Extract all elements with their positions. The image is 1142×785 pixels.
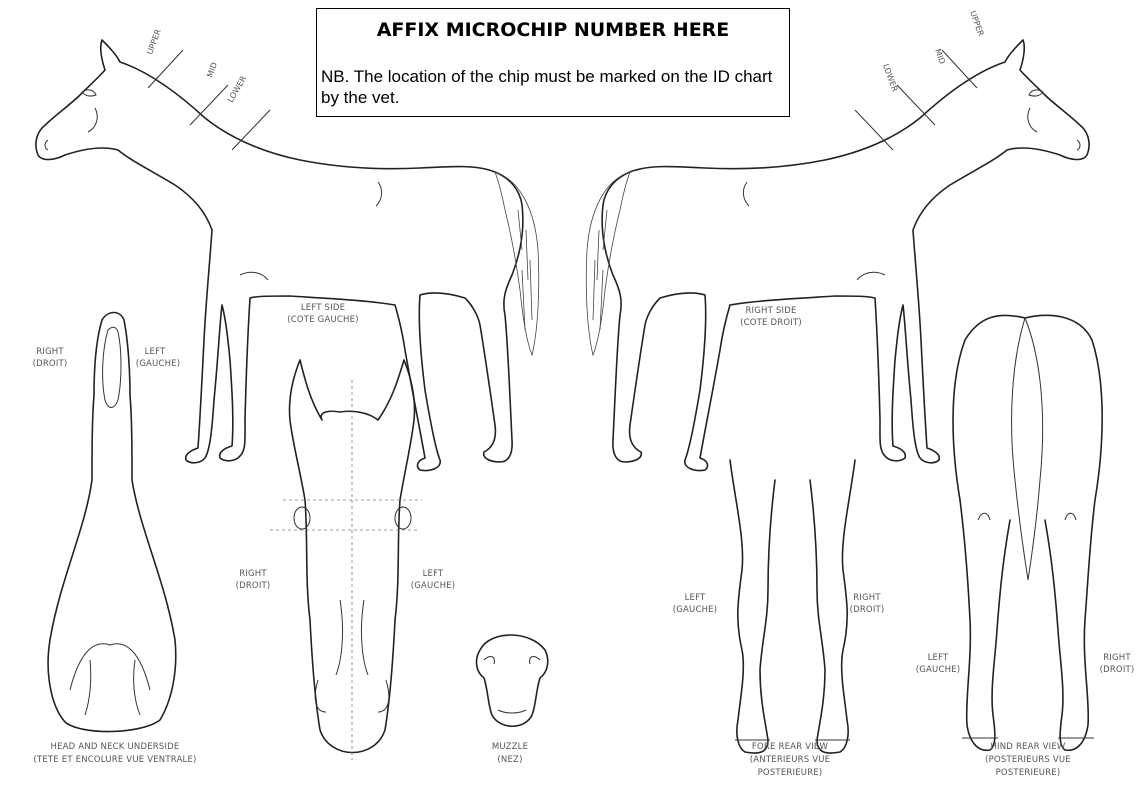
muzzle-caption: MUZZLE	[492, 742, 528, 752]
fore-rear-sub-caption: (ANTERIEURS VUE	[750, 755, 830, 765]
left-upper-label: UPPER	[145, 28, 163, 56]
right-upper-label: UPPER	[968, 10, 986, 38]
fore-right-label: RIGHT	[853, 593, 881, 603]
muzzle-diagram	[477, 635, 548, 726]
underside-sub-caption: (TETE ET ENCOLURE VUE VENTRALE)	[33, 755, 196, 765]
face-left-sublabel: (GAUCHE)	[411, 581, 456, 591]
right-neck-divider-mid	[897, 85, 935, 125]
hind-right-sublabel: (DROIT)	[1100, 665, 1135, 675]
fore-right-sublabel: (DROIT)	[850, 605, 885, 615]
face-right-label: RIGHT	[239, 569, 267, 579]
right-lower-label: LOWER	[881, 63, 900, 94]
right-side-label: RIGHT SIDE	[745, 306, 796, 316]
microchip-number-box[interactable]: AFFIX MICROCHIP NUMBER HERE NB. The loca…	[316, 8, 790, 117]
underside-caption: HEAD AND NECK UNDERSIDE	[50, 742, 179, 752]
head-neck-underside-diagram	[48, 313, 176, 732]
left-lower-label: LOWER	[226, 74, 249, 104]
fore-rear-view-diagram	[730, 460, 855, 753]
hind-rear-sub-caption-2: POSTERIEURE)	[996, 768, 1061, 778]
underside-right-sublabel: (DROIT)	[33, 359, 68, 369]
hind-rear-caption: HIND REAR VIEW	[990, 742, 1065, 752]
right-side-sublabel: (COTE DROIT)	[740, 318, 802, 328]
left-horse-elbow	[240, 272, 268, 280]
left-horse-rib-mark	[376, 182, 382, 206]
right-horse-rib-mark	[743, 182, 749, 206]
underside-left-label: LEFT	[145, 347, 166, 357]
hind-right-label: RIGHT	[1103, 653, 1131, 663]
fore-left-sublabel: (GAUCHE)	[673, 605, 718, 615]
left-neck-divider-mid	[190, 85, 228, 125]
hind-left-sublabel: (GAUCHE)	[916, 665, 961, 675]
left-side-sublabel: (COTE GAUCHE)	[287, 315, 358, 325]
underside-left-sublabel: (GAUCHE)	[136, 359, 181, 369]
right-mid-label: MID	[933, 48, 947, 66]
fore-left-label: LEFT	[685, 593, 706, 603]
left-horse-eye	[82, 90, 96, 96]
fore-rear-sub-caption-2: POSTERIEURE)	[758, 768, 823, 778]
left-horse-cheek	[88, 108, 97, 132]
microchip-box-title: AFFIX MICROCHIP NUMBER HERE	[317, 19, 789, 41]
right-horse-cheek	[1028, 108, 1037, 132]
face-right-eye	[294, 507, 310, 529]
fore-rear-caption: FORE REAR VIEW	[752, 742, 829, 752]
right-horse-nostril	[1077, 140, 1080, 150]
microchip-box-note: NB. The location of the chip must be mar…	[321, 66, 783, 108]
face-left-label: LEFT	[423, 569, 444, 579]
face-right-sublabel: (DROIT)	[236, 581, 271, 591]
hind-rear-sub-caption: (POSTERIEURS VUE	[985, 755, 1071, 765]
hind-tail	[1012, 318, 1043, 580]
right-horse-elbow	[857, 272, 885, 280]
right-horse-eye	[1029, 90, 1043, 96]
right-neck-divider-upper	[942, 50, 977, 88]
face-front-diagram	[270, 360, 422, 760]
hind-rear-view-diagram	[953, 315, 1102, 750]
underside-right-label: RIGHT	[36, 347, 64, 357]
left-neck-divider-lower	[232, 110, 270, 150]
left-mid-label: MID	[205, 61, 219, 79]
right-neck-divider-lower	[855, 110, 893, 150]
left-side-label: LEFT SIDE	[301, 303, 345, 313]
face-left-eye	[395, 507, 411, 529]
left-horse-nostril	[45, 140, 48, 150]
hind-left-label: LEFT	[928, 653, 949, 663]
muzzle-sub-caption: (NEZ)	[497, 755, 522, 765]
